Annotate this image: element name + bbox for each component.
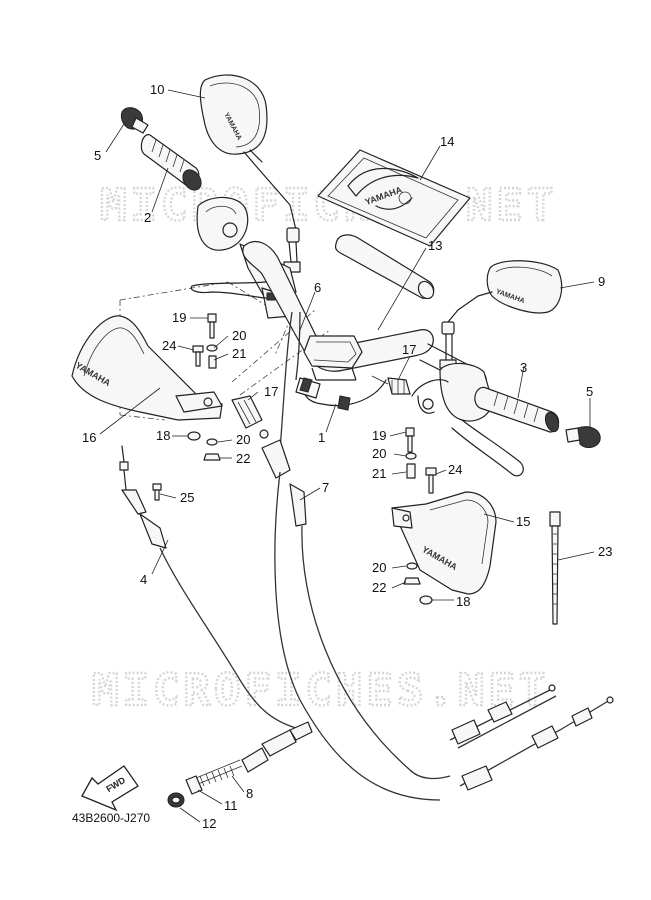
- callout-labels: 1 2 3 4 5 5 6 7 8 9 10 11 12 13 14 15 16…: [82, 82, 612, 831]
- callout-12: 12: [202, 816, 216, 831]
- part-14-handlebar-pad: YAMAHA: [317, 149, 471, 247]
- callout-15: 15: [516, 514, 530, 529]
- callout-17-right: 17: [402, 342, 416, 357]
- watermark-bottom: MICROFICHES.NET: [92, 665, 549, 716]
- part-1-handlebar: [242, 241, 487, 411]
- callout-5-right: 5: [586, 384, 593, 399]
- hardware-left: [152, 313, 221, 501]
- callout-22-left: 22: [236, 451, 250, 466]
- part-4-clutch-cable: [119, 445, 297, 729]
- part-11-sleeve: [185, 775, 203, 795]
- callout-10: 10: [150, 82, 164, 97]
- part-15-handguard-right: YAMAHA: [391, 491, 497, 595]
- callout-19-right: 19: [372, 428, 386, 443]
- callout-6: 6: [314, 280, 321, 295]
- part-5-bar-end-right: [565, 426, 601, 448]
- hardware-right: [403, 427, 437, 605]
- lower-cable-ends: [449, 684, 614, 791]
- callout-14: 14: [440, 134, 454, 149]
- crossbar-clamp: [303, 335, 363, 381]
- callout-17-left: 17: [264, 384, 278, 399]
- part-9-mirror-right: YAMAHA: [439, 260, 563, 369]
- callout-18-left: 18: [156, 428, 170, 443]
- callout-21-left: 21: [232, 346, 246, 361]
- callout-8: 8: [246, 786, 253, 801]
- part-17-switch-right: [371, 375, 411, 395]
- callout-24-right: 24: [448, 462, 462, 477]
- diagram-code: 43B2600-J270: [72, 811, 150, 825]
- callout-20-right-top: 20: [372, 446, 386, 461]
- callout-9: 9: [598, 274, 605, 289]
- callout-2: 2: [144, 210, 151, 225]
- callout-1: 1: [318, 430, 325, 445]
- callout-7: 7: [322, 480, 329, 495]
- part-2-grip-left: [140, 134, 202, 191]
- assembly-guide-center: [231, 309, 331, 396]
- fwd-arrow-icon: FWD: [81, 765, 139, 812]
- callout-4: 4: [140, 572, 147, 587]
- part-5-bar-end-left: [120, 107, 149, 134]
- part-8-adjuster-spring: [195, 721, 313, 787]
- callout-24-left: 24: [162, 338, 176, 353]
- callout-22-right: 22: [372, 580, 386, 595]
- callout-16: 16: [82, 430, 96, 445]
- callout-25: 25: [180, 490, 194, 505]
- callout-23: 23: [598, 544, 612, 559]
- part-17-switch-left: [231, 395, 269, 439]
- callout-11: 11: [224, 798, 238, 813]
- part-10-mirror-left: YAMAHA: [199, 74, 301, 273]
- callout-18-right: 18: [456, 594, 470, 609]
- callout-20-right-bottom: 20: [372, 560, 386, 575]
- callout-20-left-bottom: 20: [236, 432, 250, 447]
- callout-20-left-top: 20: [232, 328, 246, 343]
- leader-lines: [99, 89, 595, 823]
- right-switch-housing: [411, 362, 524, 477]
- part-12-cap: [167, 792, 185, 808]
- part-6-7-throttle-cables: [261, 311, 451, 801]
- part-23-cable-tie: [549, 511, 561, 625]
- callout-5-left: 5: [94, 148, 101, 163]
- callout-3: 3: [520, 360, 527, 375]
- part-3-grip-right: [474, 386, 560, 433]
- callout-13: 13: [428, 238, 442, 253]
- callout-21-right: 21: [372, 466, 386, 481]
- callout-19-left: 19: [172, 310, 186, 325]
- part-13-crossbar-pad: [334, 234, 435, 300]
- part-16-handguard-left: YAMAHA: [71, 315, 223, 421]
